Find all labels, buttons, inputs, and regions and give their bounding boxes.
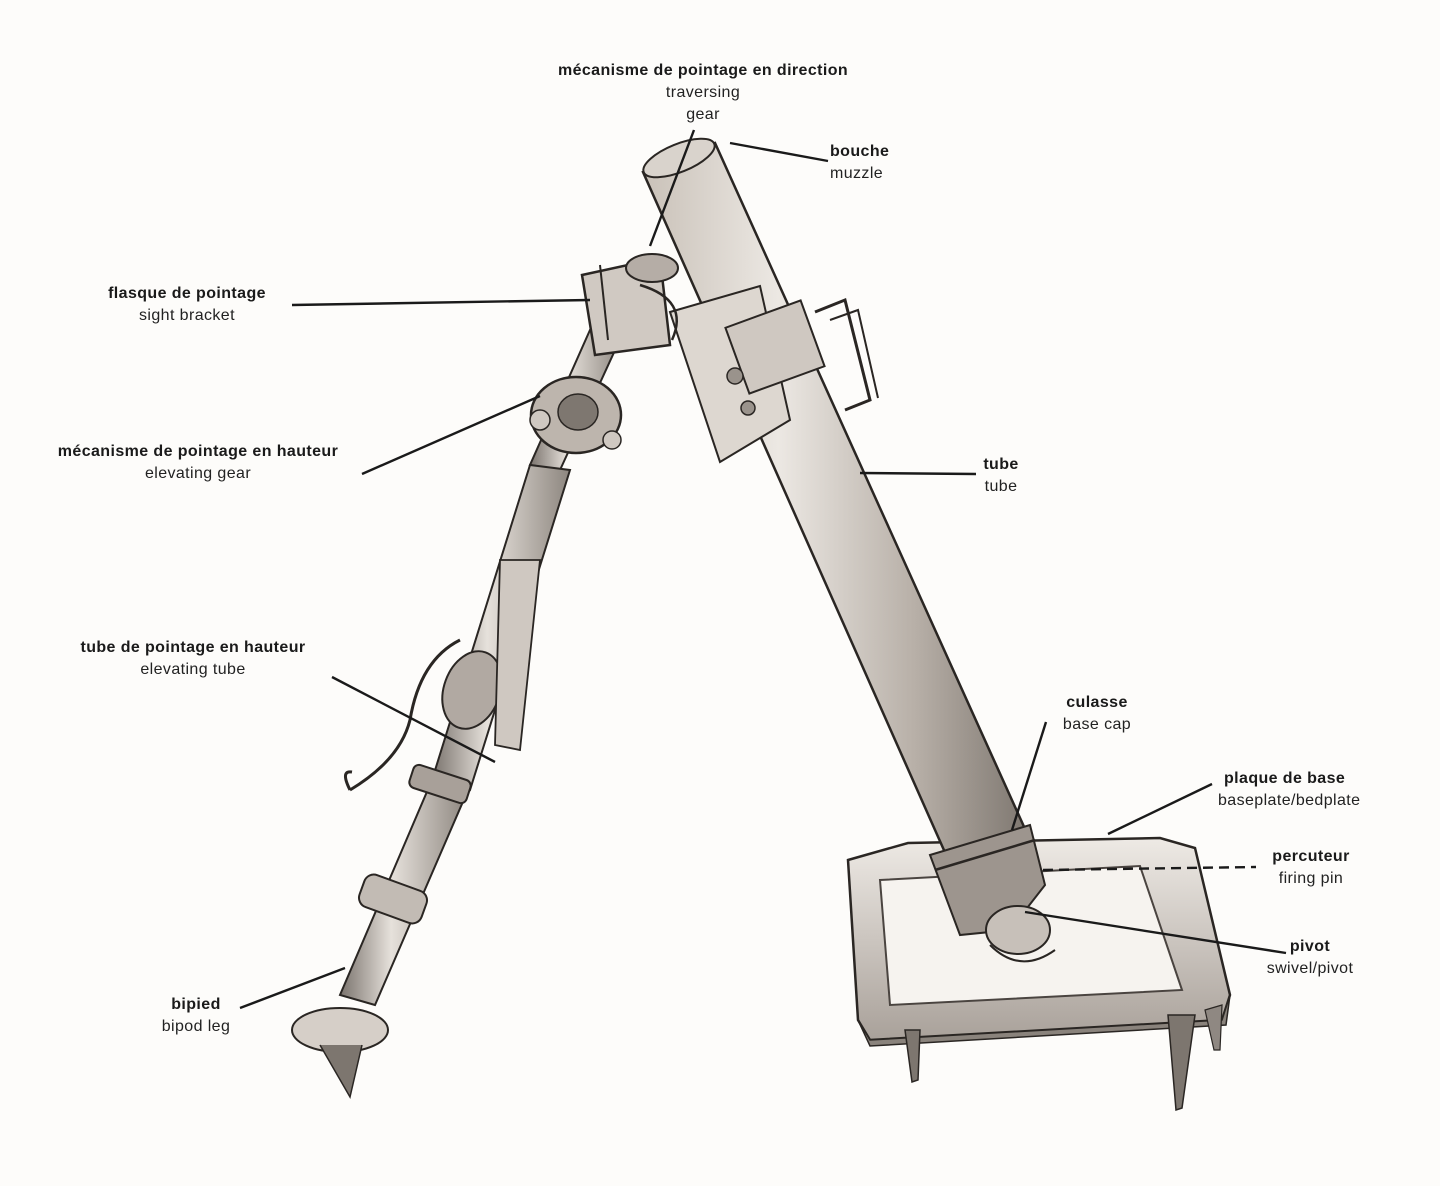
label-en: muzzle [830, 165, 884, 182]
label-traversing-gear: mécanisme de pointage en direction trave… [558, 60, 848, 126]
label-sight-bracket: flasque de pointage sight bracket [108, 283, 266, 327]
leader-bipod [239, 966, 346, 1010]
sight-bracket-shape [668, 284, 879, 464]
leader-tube [859, 471, 977, 476]
label-fr: tube de pointage en hauteur [80, 639, 306, 656]
label-firing-pin: percuteur firing pin [1272, 846, 1349, 890]
label-base-cap: culasse base cap [1063, 692, 1131, 736]
label-en: baseplate/bedplate [1218, 792, 1361, 809]
label-en: firing pin [1278, 870, 1344, 887]
label-fr: plaque de base [1224, 770, 1346, 787]
leader-baseplate [1107, 782, 1213, 836]
label-fr: tube [983, 456, 1019, 473]
label-fr: bouche [830, 143, 890, 160]
tube-shape [641, 137, 1056, 963]
leader-base-cap [1010, 721, 1048, 831]
label-fr: pivot [1289, 938, 1331, 955]
label-en: elevating tube [140, 661, 246, 678]
elevating-gear-shape [529, 375, 623, 455]
leader-traversing [648, 129, 696, 247]
label-baseplate: plaque de base baseplate/bedplate [1218, 768, 1360, 812]
leader-lines [239, 129, 1287, 1010]
label-tube: tube tube [983, 454, 1018, 498]
label-en: elevating gear [144, 465, 252, 482]
leader-muzzle [729, 141, 829, 163]
label-fr: flasque de pointage [108, 285, 266, 302]
label-pivot: pivot swivel/pivot [1267, 936, 1354, 980]
label-bipod-leg: bipied bipod leg [162, 994, 231, 1038]
label-elevating-tube: tube de pointage en hauteur elevating tu… [80, 637, 305, 681]
label-en: swivel/pivot [1266, 960, 1354, 977]
label-en: bipod leg [161, 1018, 231, 1035]
leader-sight-bracket [291, 298, 591, 307]
leader-pivot [1024, 910, 1287, 955]
label-fr: mécanisme de pointage en hauteur [57, 443, 339, 460]
label-en-2: gear [686, 106, 720, 123]
leader-firing-pin [1042, 865, 1257, 872]
label-muzzle: bouche muzzle [830, 141, 889, 185]
leader-elevating-tube [331, 675, 496, 764]
leader-elevating-gear [361, 394, 541, 476]
label-fr: culasse [1066, 694, 1128, 711]
label-fr: bipied [171, 996, 221, 1013]
label-en: tube [984, 478, 1018, 495]
label-en: traversing [665, 84, 741, 101]
label-en: base cap [1062, 716, 1132, 733]
label-en: sight bracket [139, 307, 235, 324]
label-elevating-gear: mécanisme de pointage en hauteur elevati… [58, 441, 338, 485]
label-fr: percuteur [1272, 848, 1350, 865]
label-fr: mécanisme de pointage en direction [557, 62, 849, 79]
traversing-gear-shape [580, 253, 679, 357]
